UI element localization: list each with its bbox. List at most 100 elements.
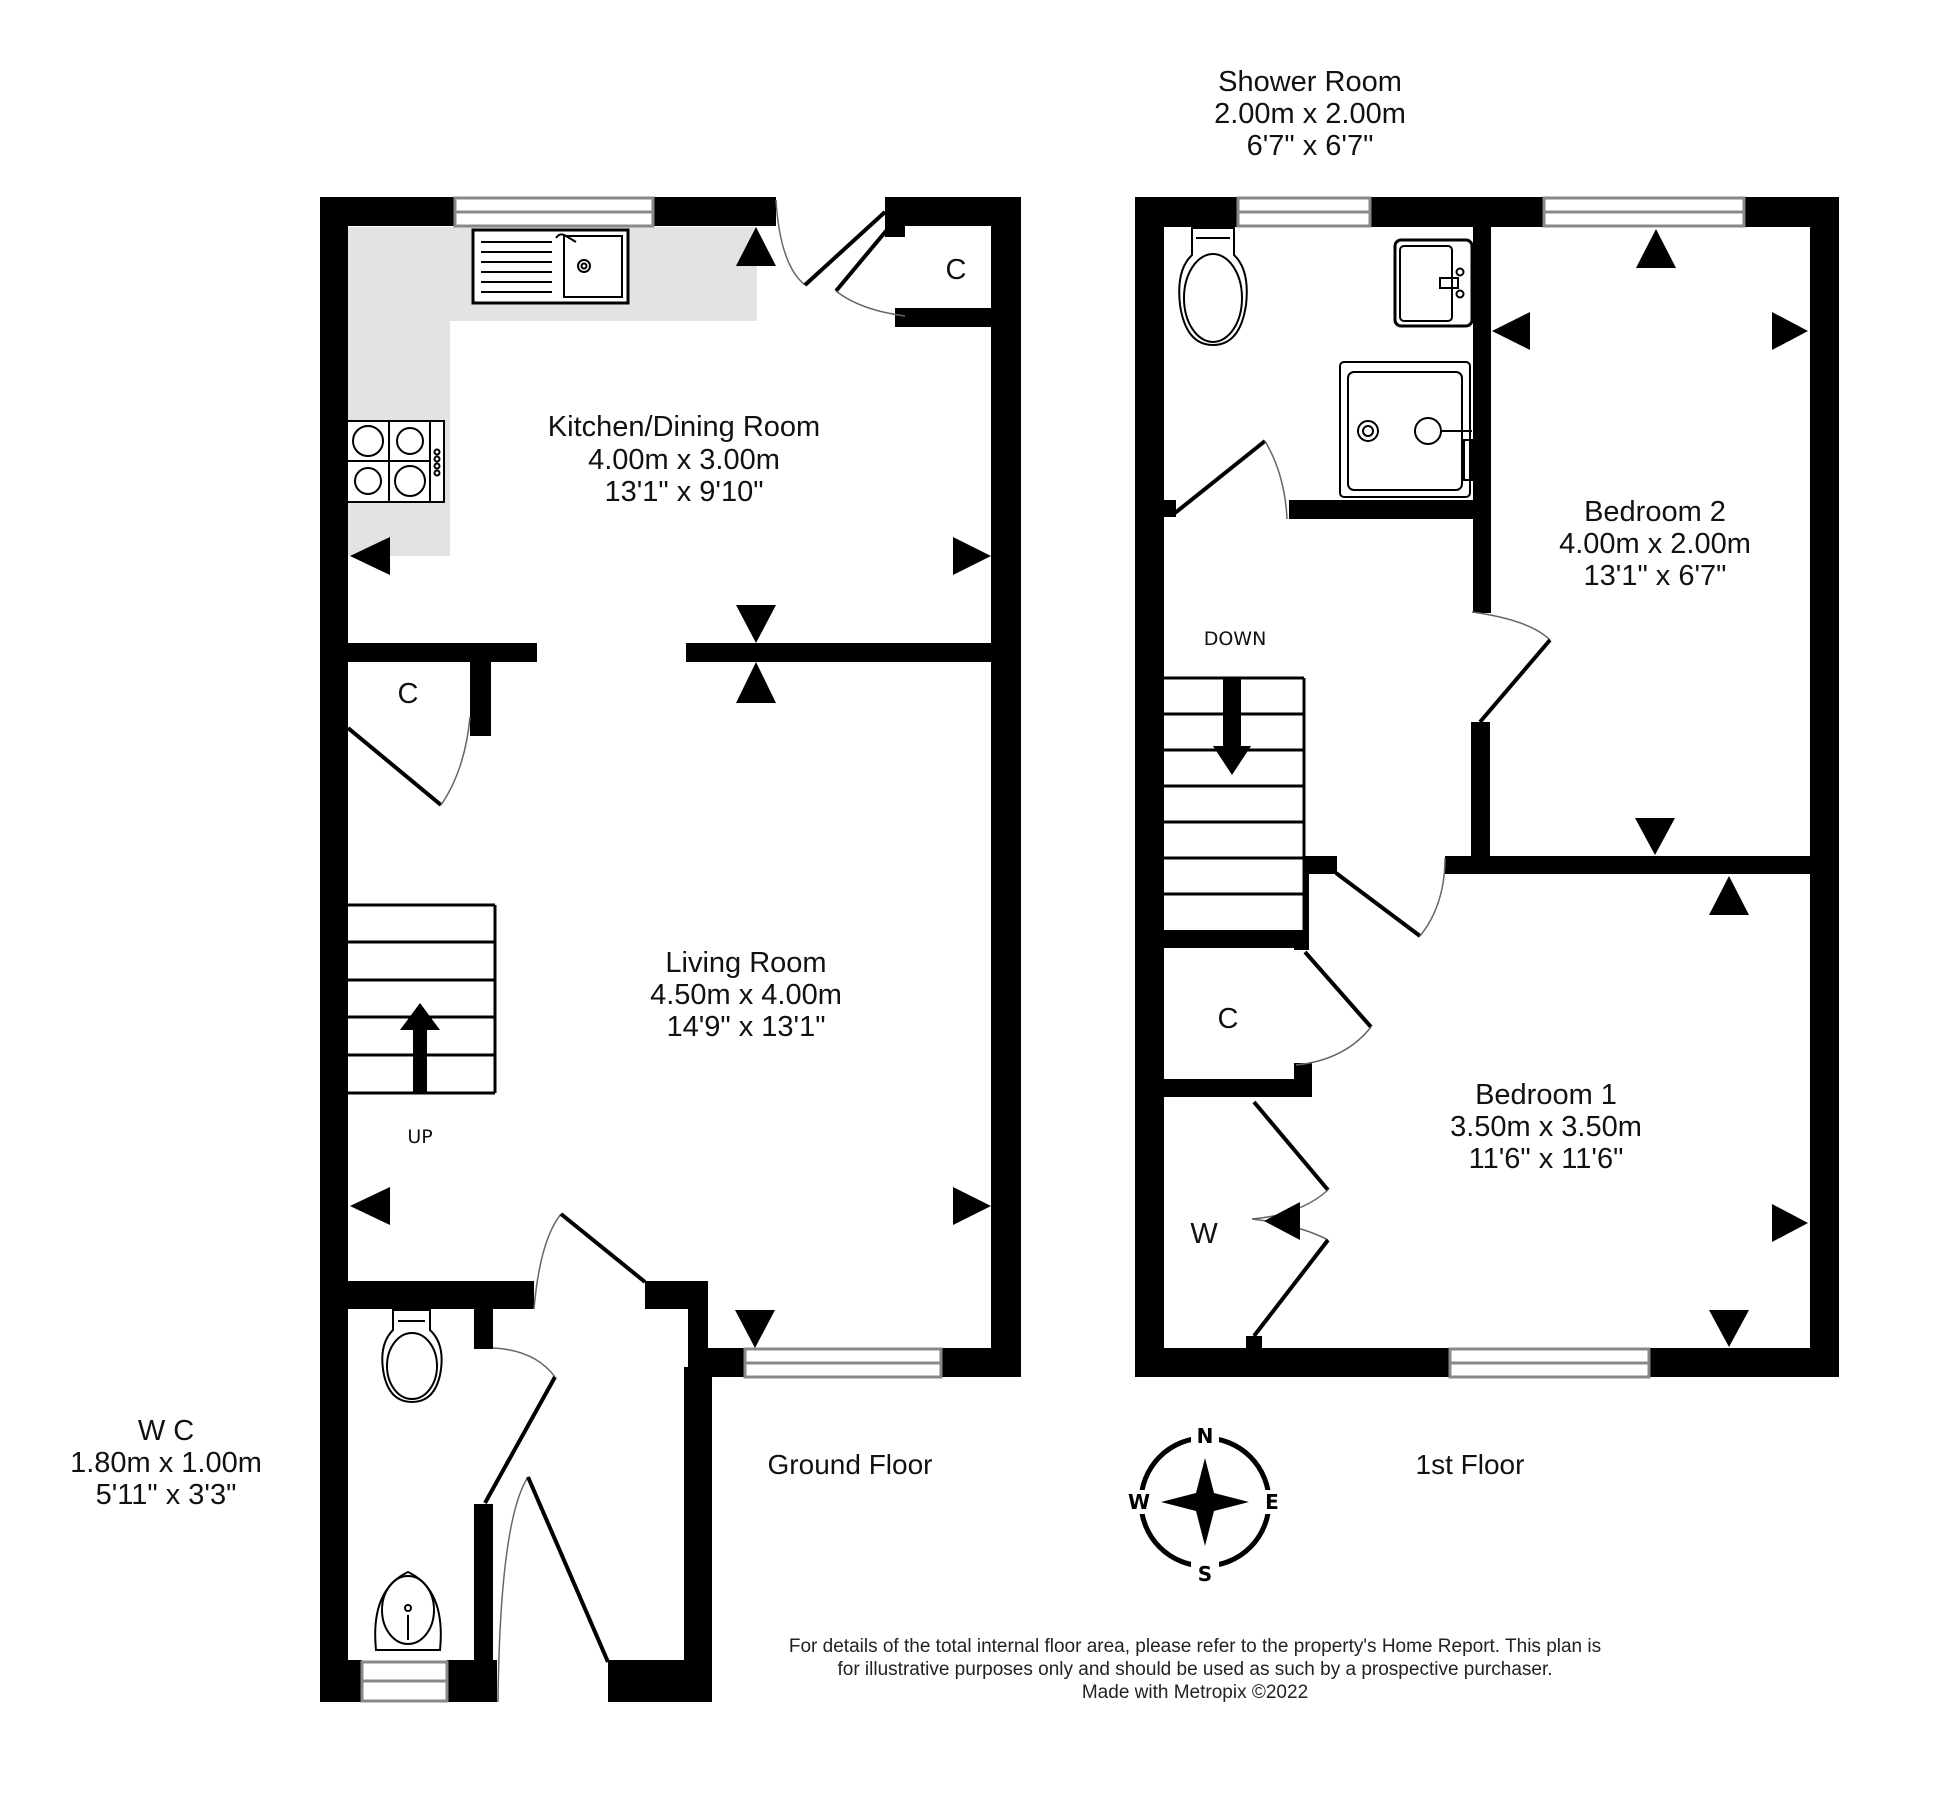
bedroom2-name: Bedroom 2 <box>1584 496 1726 528</box>
wall <box>447 1660 497 1702</box>
dimension-markers <box>350 227 991 1348</box>
compass-south: S <box>1198 1562 1212 1586</box>
first-floor-title: 1st Floor <box>1416 1449 1525 1480</box>
wall <box>1164 500 1176 517</box>
stairs-up <box>348 903 497 1095</box>
wardrobe-label: W <box>1190 1218 1218 1250</box>
compass-north: N <box>1197 1424 1214 1448</box>
living-cupboard-door <box>346 716 471 807</box>
basin-icon <box>1393 238 1474 328</box>
living-room-imperial: 14'9" x 13'1" <box>666 1011 825 1043</box>
toilet-icon <box>1178 227 1248 347</box>
shower-room-door <box>1173 439 1288 520</box>
wall <box>1164 930 1308 948</box>
wc-room-imperial: 5'11" x 3'3" <box>96 1479 237 1511</box>
wall <box>320 197 348 1702</box>
bedroom2-imperial: 13'1" x 6'7" <box>1584 560 1727 592</box>
wall <box>1135 1348 1450 1377</box>
shower-room-metric: 2.00m x 2.00m <box>1214 98 1406 130</box>
basin-icon <box>374 1570 442 1651</box>
wall <box>1473 197 1491 502</box>
kitchen-room-metric: 4.00m x 3.00m <box>588 444 780 476</box>
disclaimer-line-2: for illustrative purposes only and shoul… <box>837 1659 1552 1680</box>
bedroom2-door <box>1471 611 1552 724</box>
wall <box>470 643 491 736</box>
compass-west: W <box>1128 1490 1150 1514</box>
shower-room-name: Shower Room <box>1218 66 1402 98</box>
shower-room-imperial: 6'7" x 6'7" <box>1247 130 1374 162</box>
wall <box>1135 197 1164 1377</box>
living-door <box>533 1212 647 1310</box>
bedroom1-imperial: 11'6" x 11'6" <box>1469 1143 1624 1175</box>
wall <box>1246 1336 1262 1350</box>
dimension-markers <box>1264 229 1808 1347</box>
toilet-icon <box>381 1309 443 1404</box>
front-door <box>497 1476 610 1703</box>
compass-east: E <box>1265 1490 1279 1514</box>
wall <box>1289 500 1491 519</box>
stairs-down-label: DOWN <box>1204 628 1267 650</box>
living-room-metric: 4.50m x 4.00m <box>650 979 842 1011</box>
wall <box>1303 856 1309 950</box>
window <box>1542 196 1746 228</box>
shower-tray-icon <box>1339 361 1473 498</box>
window <box>1448 1347 1651 1379</box>
landing-cupboard-door <box>1295 950 1373 1066</box>
back-door <box>775 199 887 287</box>
wall <box>895 308 995 327</box>
wall <box>1164 1079 1312 1097</box>
kitchen-cupboard-label: C <box>946 254 967 286</box>
bedroom2-metric: 4.00m x 2.00m <box>1559 528 1751 560</box>
cupboard-door <box>834 223 906 317</box>
hob-icon <box>346 420 445 503</box>
wall <box>941 1348 1021 1377</box>
wall <box>653 197 776 226</box>
wall <box>991 197 1021 1377</box>
wall <box>474 1504 493 1702</box>
compass-rose-icon: N S W E <box>1127 1424 1283 1586</box>
wc-room-name: W C <box>138 1415 194 1447</box>
ground-floor-title: Ground Floor <box>768 1449 933 1480</box>
stairs-down <box>1164 676 1306 930</box>
wall <box>1294 1063 1312 1097</box>
wall <box>1370 197 1544 227</box>
wall <box>1471 722 1490 874</box>
arrow-down-icon <box>1213 678 1251 775</box>
wall <box>320 1281 534 1309</box>
bedroom1-door <box>1334 857 1446 938</box>
wc-door <box>483 1347 557 1504</box>
living-room-name: Living Room <box>665 947 826 979</box>
wall <box>1649 1348 1839 1377</box>
first-floor-plan: DOWN Shower Room 2.00m x 2.00m 6'7" x 6'… <box>1135 66 1839 1480</box>
sink-icon <box>471 228 630 305</box>
window <box>453 196 655 228</box>
disclaimer: For details of the total internal floor … <box>789 1636 1601 1703</box>
kitchen-room-name: Kitchen/Dining Room <box>548 411 820 443</box>
wall <box>320 643 537 662</box>
wall <box>684 1367 712 1702</box>
ground-floor-plan: UP Kitchen/Dining Room 4.00m x 3.00m 13'… <box>70 196 1021 1703</box>
window <box>743 1347 943 1379</box>
wall <box>686 643 1021 662</box>
stairs-up-label: UP <box>407 1126 432 1148</box>
arrow-up-icon <box>400 1003 440 1093</box>
living-cupboard-label: C <box>398 678 419 710</box>
bedroom1-metric: 3.50m x 3.50m <box>1450 1111 1642 1143</box>
wall <box>1303 856 1337 874</box>
wall <box>1810 197 1839 1377</box>
wall <box>1473 500 1491 613</box>
disclaimer-line-3: Made with Metropix ©2022 <box>1082 1682 1308 1703</box>
wall <box>1445 856 1839 874</box>
window <box>360 1660 449 1703</box>
disclaimer-line-1: For details of the total internal floor … <box>789 1636 1601 1657</box>
wall <box>1294 940 1309 950</box>
landing-cupboard-label: C <box>1218 1003 1239 1035</box>
bedroom1-name: Bedroom 1 <box>1475 1079 1617 1111</box>
window <box>1236 196 1372 228</box>
wc-room-metric: 1.80m x 1.00m <box>70 1447 262 1479</box>
wall <box>320 1660 362 1702</box>
wall <box>645 1281 705 1309</box>
wall <box>474 1281 493 1349</box>
kitchen-room-imperial: 13'1" x 9'10" <box>604 476 763 508</box>
